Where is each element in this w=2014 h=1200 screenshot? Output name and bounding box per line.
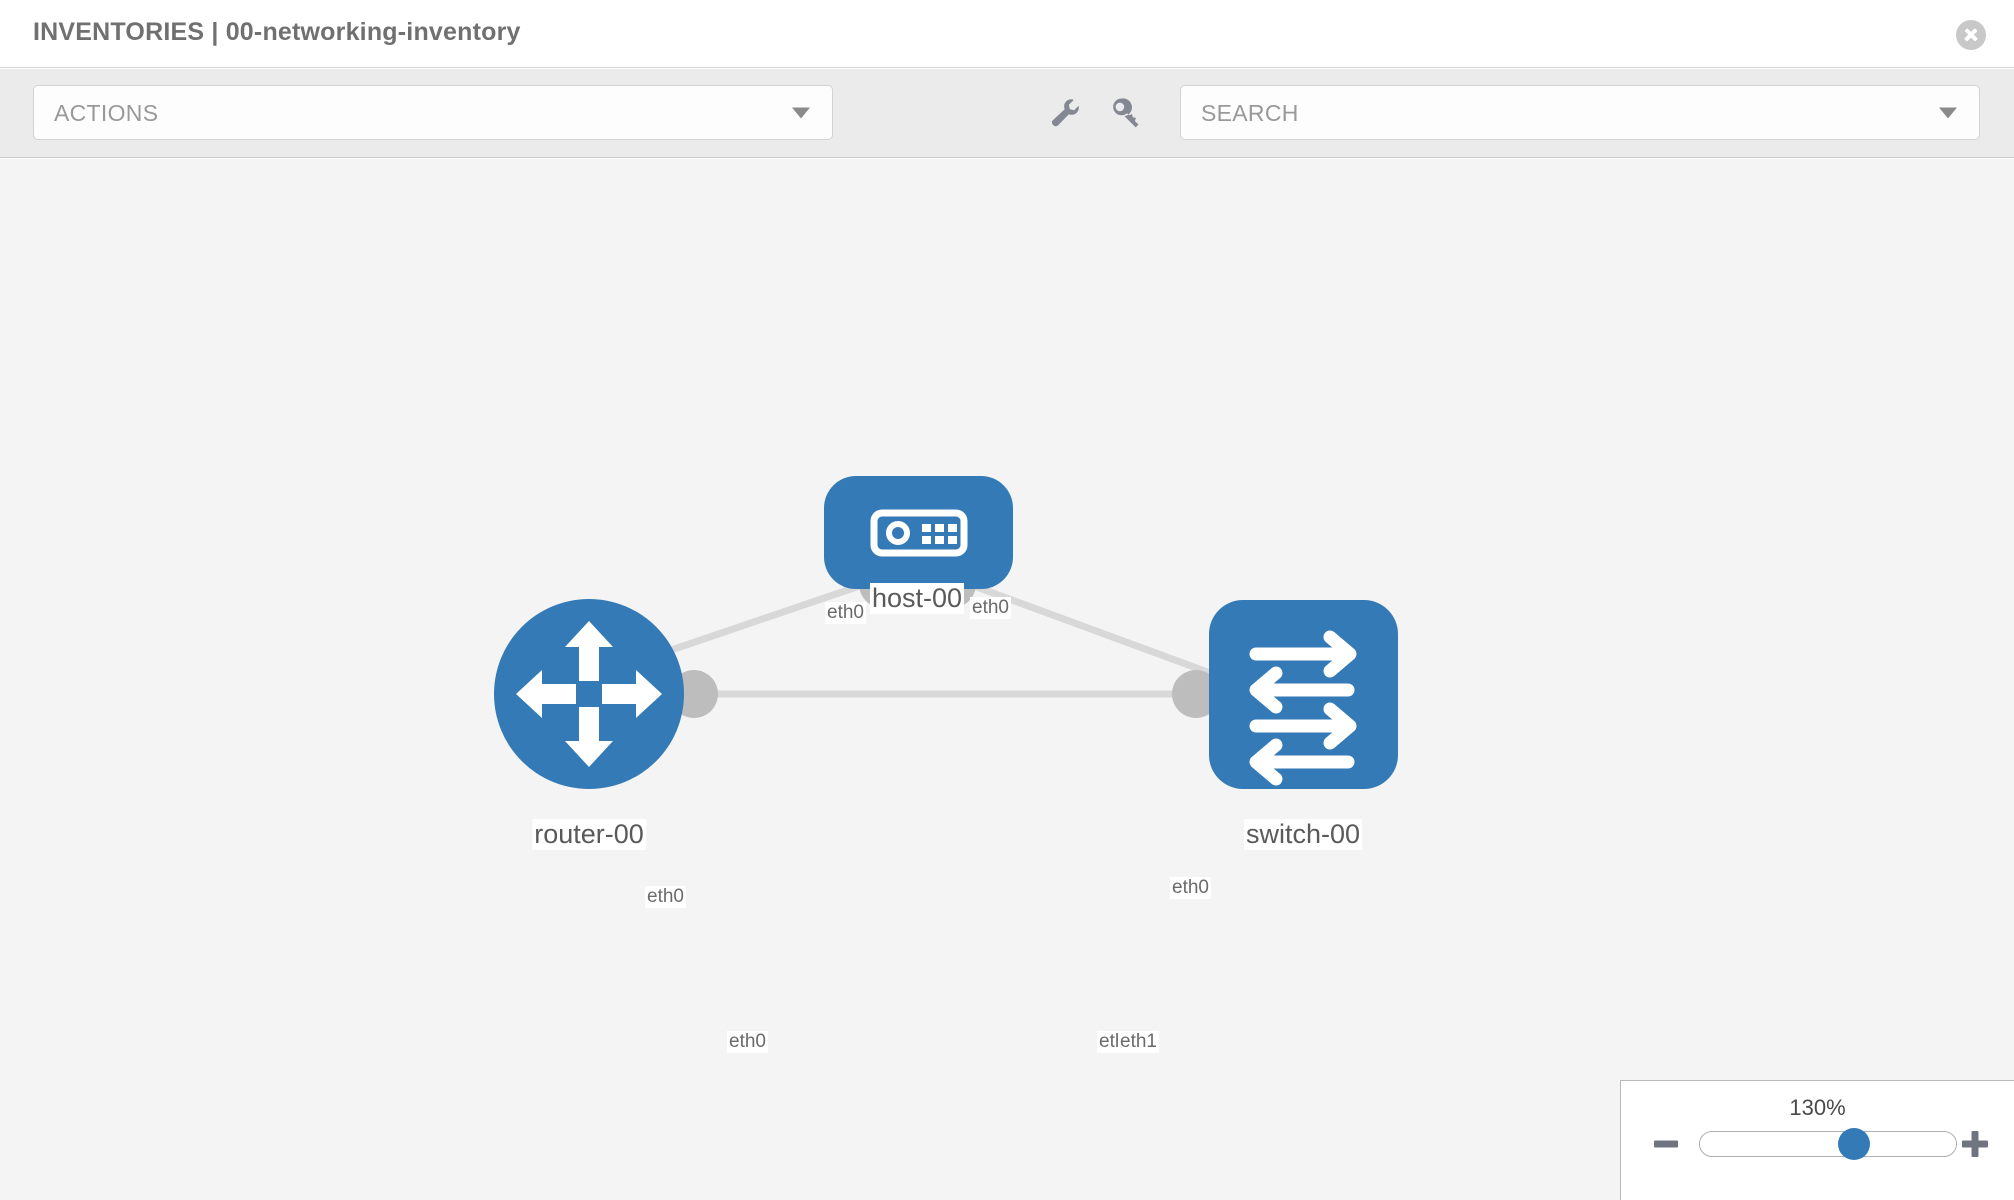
node-switch-00[interactable]: [1209, 600, 1398, 789]
chevron-down-icon: [1939, 107, 1957, 118]
search-input[interactable]: SEARCH: [1180, 85, 1980, 140]
actions-dropdown-label: ACTIONS: [54, 100, 159, 126]
edge-host-switch: [953, 575, 1242, 688]
stub-switch-left: [1172, 670, 1220, 718]
topology-canvas[interactable]: host-00 router-00 switch-00 eth0 eth0 et…: [0, 159, 2014, 1200]
wrench-icon[interactable]: [1045, 93, 1085, 133]
node-router-00[interactable]: [494, 599, 684, 789]
zoom-slider-thumb[interactable]: [1837, 1128, 1870, 1160]
node-label-router-00: router-00: [532, 819, 646, 851]
zoom-out-button[interactable]: [1649, 1127, 1683, 1161]
chevron-down-icon: [792, 107, 810, 118]
interface-label-router-right: eth0: [727, 1031, 768, 1053]
switch-arrows-icon: [1249, 630, 1357, 786]
interface-label-switch-left: eth1: [1118, 1031, 1159, 1053]
zoom-level-value: 130%: [1789, 1095, 1846, 1120]
interface-label-host-left: eth0: [825, 602, 866, 624]
topology-graph: [494, 476, 1398, 789]
zoom-slider[interactable]: [1699, 1128, 1957, 1160]
search-placeholder: SEARCH: [1201, 100, 1299, 126]
node-host-00[interactable]: [824, 476, 1013, 589]
key-icon[interactable]: [1105, 93, 1145, 133]
router-arrows-icon: [516, 621, 662, 767]
node-label-switch-00: switch-00: [1243, 819, 1363, 851]
node-label-host-00: host-00: [869, 583, 965, 615]
actions-dropdown[interactable]: ACTIONS: [33, 85, 833, 140]
zoom-control-panel: 130%: [1620, 1080, 2014, 1200]
zoom-in-button[interactable]: [1958, 1127, 1992, 1161]
interface-label-router-up: eth0: [645, 886, 686, 908]
interface-label-switch-up: eth0: [1170, 877, 1211, 899]
page-header: INVENTORIES | 00-networking-inventory: [0, 0, 2014, 68]
toolbar: ACTIONS SEARCH: [0, 69, 2014, 158]
interface-label-host-right: eth0: [970, 597, 1011, 619]
page-title: INVENTORIES | 00-networking-inventory: [33, 18, 521, 46]
close-icon[interactable]: [1956, 20, 1986, 50]
server-icon: [870, 509, 968, 557]
